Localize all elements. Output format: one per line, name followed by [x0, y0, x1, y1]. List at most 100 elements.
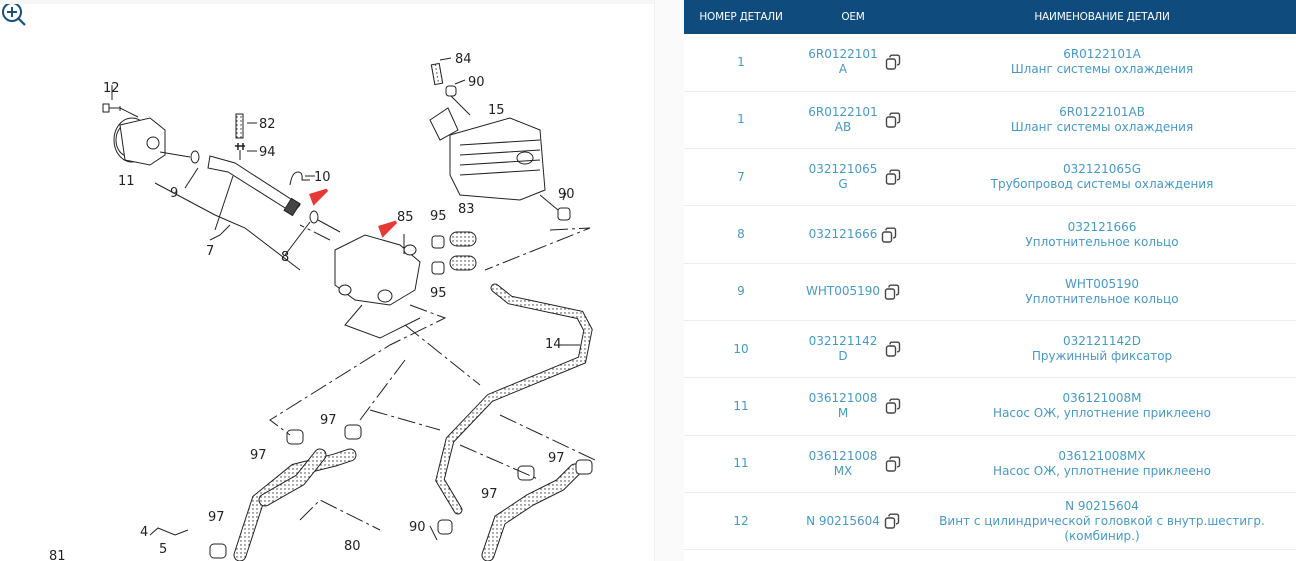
callout-80[interactable]: 80 [344, 539, 361, 554]
cell-part-number[interactable]: 10 [684, 320, 798, 377]
callout-82[interactable]: 82 [259, 117, 276, 132]
table-row[interactable]: 1 6R0122101A 6R0122101A Шланг системы ох… [684, 34, 1296, 92]
part-code[interactable]: 6R0122101A [1063, 47, 1141, 62]
callout-84[interactable]: 84 [455, 52, 472, 67]
oem-link[interactable]: 032121142D [808, 334, 878, 364]
cell-part-number[interactable]: 11 [684, 435, 798, 492]
copy-icon[interactable] [884, 513, 900, 529]
zoom-in-icon[interactable] [0, 4, 28, 28]
callout-97-c[interactable]: 97 [208, 510, 225, 525]
part-code[interactable]: 036121008M [1062, 391, 1142, 406]
callout-97-d[interactable]: 97 [548, 451, 565, 466]
part-number[interactable]: 11 [733, 456, 749, 471]
part-description[interactable]: Уплотнительное кольцо [1025, 291, 1179, 306]
part-number[interactable]: 1 [737, 112, 745, 127]
part-number[interactable]: 10 [733, 341, 749, 356]
cell-part-name[interactable]: 036121008MX Насос ОЖ, уплотнение приклее… [908, 435, 1296, 492]
copy-icon[interactable] [885, 112, 901, 128]
cell-part-name[interactable]: 036121008M Насос ОЖ, уплотнение приклеен… [908, 378, 1296, 435]
part-code[interactable]: 032121142D [1063, 334, 1141, 349]
callout-12[interactable]: 12 [103, 81, 120, 96]
cell-part-number[interactable]: 7 [684, 149, 798, 206]
callout-90-lower[interactable]: 90 [409, 520, 426, 535]
part-number[interactable]: 11 [733, 398, 749, 413]
part-code[interactable]: 032121065G [1062, 162, 1141, 177]
copy-icon[interactable] [885, 398, 901, 415]
copy-icon[interactable] [885, 341, 901, 357]
col-header-part-name[interactable]: НАИМЕНОВАНИЕ ДЕТАЛИ [1034, 11, 1170, 23]
thermostat-housing-part[interactable] [334, 234, 421, 306]
cell-part-number[interactable]: 1 [684, 34, 798, 91]
callout-81[interactable]: 81 [49, 549, 66, 561]
callout-14[interactable]: 14 [545, 337, 562, 352]
part-description[interactable]: Насос ОЖ, уплотнение приклеено [993, 463, 1211, 478]
part-number[interactable]: 7 [737, 169, 745, 184]
oem-link[interactable]: 032121065G [808, 162, 878, 192]
oem-link[interactable]: 036121008MX [808, 448, 878, 478]
coolant-pipe-part[interactable] [207, 155, 301, 217]
part-description[interactable]: Винт с цилиндрической головкой с внутр.ш… [939, 513, 1265, 543]
part-code[interactable]: 036121008MX [1058, 448, 1146, 463]
cell-part-number[interactable]: 9 [684, 263, 798, 320]
callout-90-upper[interactable]: 90 [468, 75, 485, 90]
copy-icon[interactable] [885, 169, 901, 185]
copy-icon[interactable] [885, 54, 901, 71]
expansion-tank-part[interactable] [429, 107, 559, 211]
oem-link[interactable]: N 90215604 [806, 513, 880, 528]
hose-84[interactable] [430, 62, 444, 86]
cell-part-name[interactable]: 6R0122101A Шланг системы охлаждения [908, 34, 1296, 91]
part-number[interactable]: 9 [737, 284, 745, 299]
table-row[interactable]: 7 032121065G 032121065G Трубопровод сист… [684, 149, 1296, 206]
hose-83-upper[interactable] [449, 231, 477, 247]
callout-9[interactable]: 9 [170, 186, 178, 201]
callout-95-lower[interactable]: 95 [430, 286, 447, 301]
part-description[interactable]: Уплотнительное кольцо [1025, 234, 1179, 249]
oem-link[interactable]: WHT005190 [805, 284, 881, 299]
table-row[interactable]: 11 036121008MX 036121008MX Насос ОЖ, упл… [684, 435, 1296, 493]
oem-link[interactable]: 6R0122101A [808, 47, 878, 77]
col-header-oem[interactable]: OEM [841, 11, 865, 23]
callout-4[interactable]: 4 [140, 525, 148, 540]
callout-83[interactable]: 83 [458, 202, 475, 217]
part-description[interactable]: Пружинный фиксатор [1031, 349, 1173, 364]
callout-8[interactable]: 8 [281, 250, 289, 265]
oem-link[interactable]: 6R0122101AB [808, 104, 878, 134]
copy-icon[interactable] [884, 284, 900, 300]
copy-icon[interactable] [881, 227, 897, 243]
cell-part-number[interactable]: 1 [684, 91, 798, 148]
cell-part-name[interactable]: WHT005190 Уплотнительное кольцо [908, 263, 1296, 320]
cell-part-name[interactable]: 032121142D Пружинный фиксатор [908, 320, 1296, 377]
cell-part-number[interactable]: 8 [684, 206, 798, 263]
table-row[interactable]: 1 6R0122101AB 6R0122101AB Шланг системы … [684, 91, 1296, 149]
oem-link[interactable]: 032121666 [808, 227, 878, 242]
part-code[interactable]: WHT005190 [1064, 276, 1140, 291]
callout-7[interactable]: 7 [206, 244, 214, 259]
callout-97-a[interactable]: 97 [320, 413, 337, 428]
col-header-part-number[interactable]: НОМЕР ДЕТАЛИ [699, 11, 783, 23]
callout-95-upper[interactable]: 95 [430, 209, 447, 224]
water-pump-part[interactable] [113, 117, 166, 166]
cell-part-name[interactable]: 032121666 Уплотнительное кольцо [908, 206, 1296, 263]
part-number[interactable]: 8 [737, 227, 745, 242]
table-row[interactable]: 9 WHT005190 WHT005190 Уплотнительное кол… [684, 263, 1296, 321]
oem-link[interactable]: 036121008M [808, 391, 878, 421]
table-row[interactable]: 12 N 90215604 N 90215604 Винт с цилиндри… [684, 492, 1296, 550]
part-code[interactable]: 6R0122101AB [1059, 104, 1145, 119]
parts-diagram[interactable]: 12 11 9 7 82 94 10 8 85 95 95 83 84 90 1… [0, 4, 654, 561]
cell-part-number[interactable]: 12 [684, 492, 798, 549]
copy-icon[interactable] [885, 456, 901, 472]
hose-82[interactable] [235, 113, 244, 139]
callout-85[interactable]: 85 [397, 210, 414, 225]
cell-part-number[interactable]: 11 [684, 378, 798, 435]
spring-clip-10[interactable] [289, 171, 310, 186]
callout-10[interactable]: 10 [314, 170, 331, 185]
part-description[interactable]: Трубопровод системы охлаждения [990, 177, 1214, 192]
part-code[interactable]: 032121666 [1067, 219, 1137, 234]
callout-11[interactable]: 11 [118, 174, 135, 189]
cell-part-name[interactable]: 032121065G Трубопровод системы охлаждени… [908, 149, 1296, 206]
part-number[interactable]: 12 [733, 513, 749, 528]
cell-part-name[interactable]: 6R0122101AB Шланг системы охлаждения [908, 91, 1296, 148]
table-row[interactable]: 11 036121008M 036121008M Насос ОЖ, уплот… [684, 378, 1296, 436]
part-description[interactable]: Шланг системы охлаждения [1010, 119, 1194, 134]
callout-90-right[interactable]: 90 [558, 187, 575, 202]
